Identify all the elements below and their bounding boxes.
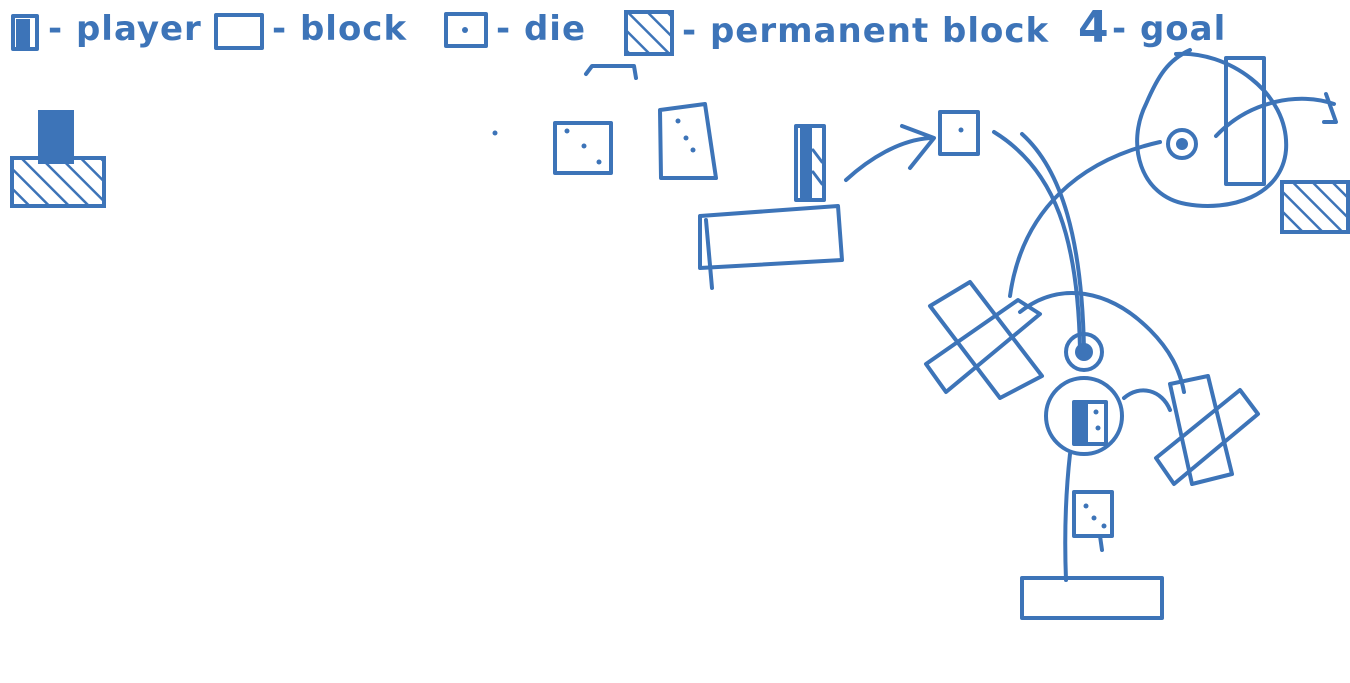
permanent-block [10,156,106,208]
legend-block-symbol [214,13,264,50]
legend: - player - block - die - permanent block… [11,2,1226,80]
legend-die-symbol [444,12,488,48]
start-player-on-permanent-block [10,110,106,208]
goal-circle [1135,48,1338,208]
legend-die-label: - die [496,9,586,49]
legend-player-symbol [11,14,39,51]
die-piece-1 [553,121,613,175]
branch-center-to-right [1018,291,1186,394]
die-piece-2 [658,102,718,180]
dead-end-left [924,280,1044,400]
branch-center-to-right-cross [1122,388,1172,412]
player-with-die [794,124,826,202]
legend-goal-label: - goal [1112,9,1226,49]
legend-goal-symbol: 4 [1078,2,1110,53]
legend-permanent-block-symbol [584,10,674,80]
arrow-to-die [844,124,936,182]
legend-block-label: - block [272,9,407,49]
branch-die-to-center-2 [992,130,1082,352]
stem-to-bottom [1063,452,1072,582]
dead-end-right [1154,374,1260,486]
legend-player-label: - player [48,9,202,49]
platform-block [698,204,844,290]
branch-die-to-center [1020,132,1086,352]
legend-permanent-block-label: - permanent block [682,11,1050,51]
die-target [938,110,980,156]
stray-dot [492,130,498,136]
center-node [1044,332,1124,456]
permanent-block-small [1280,180,1350,234]
player-piece [38,110,74,164]
die-bottom [1072,490,1114,552]
bottom-platform-block [1020,576,1164,620]
